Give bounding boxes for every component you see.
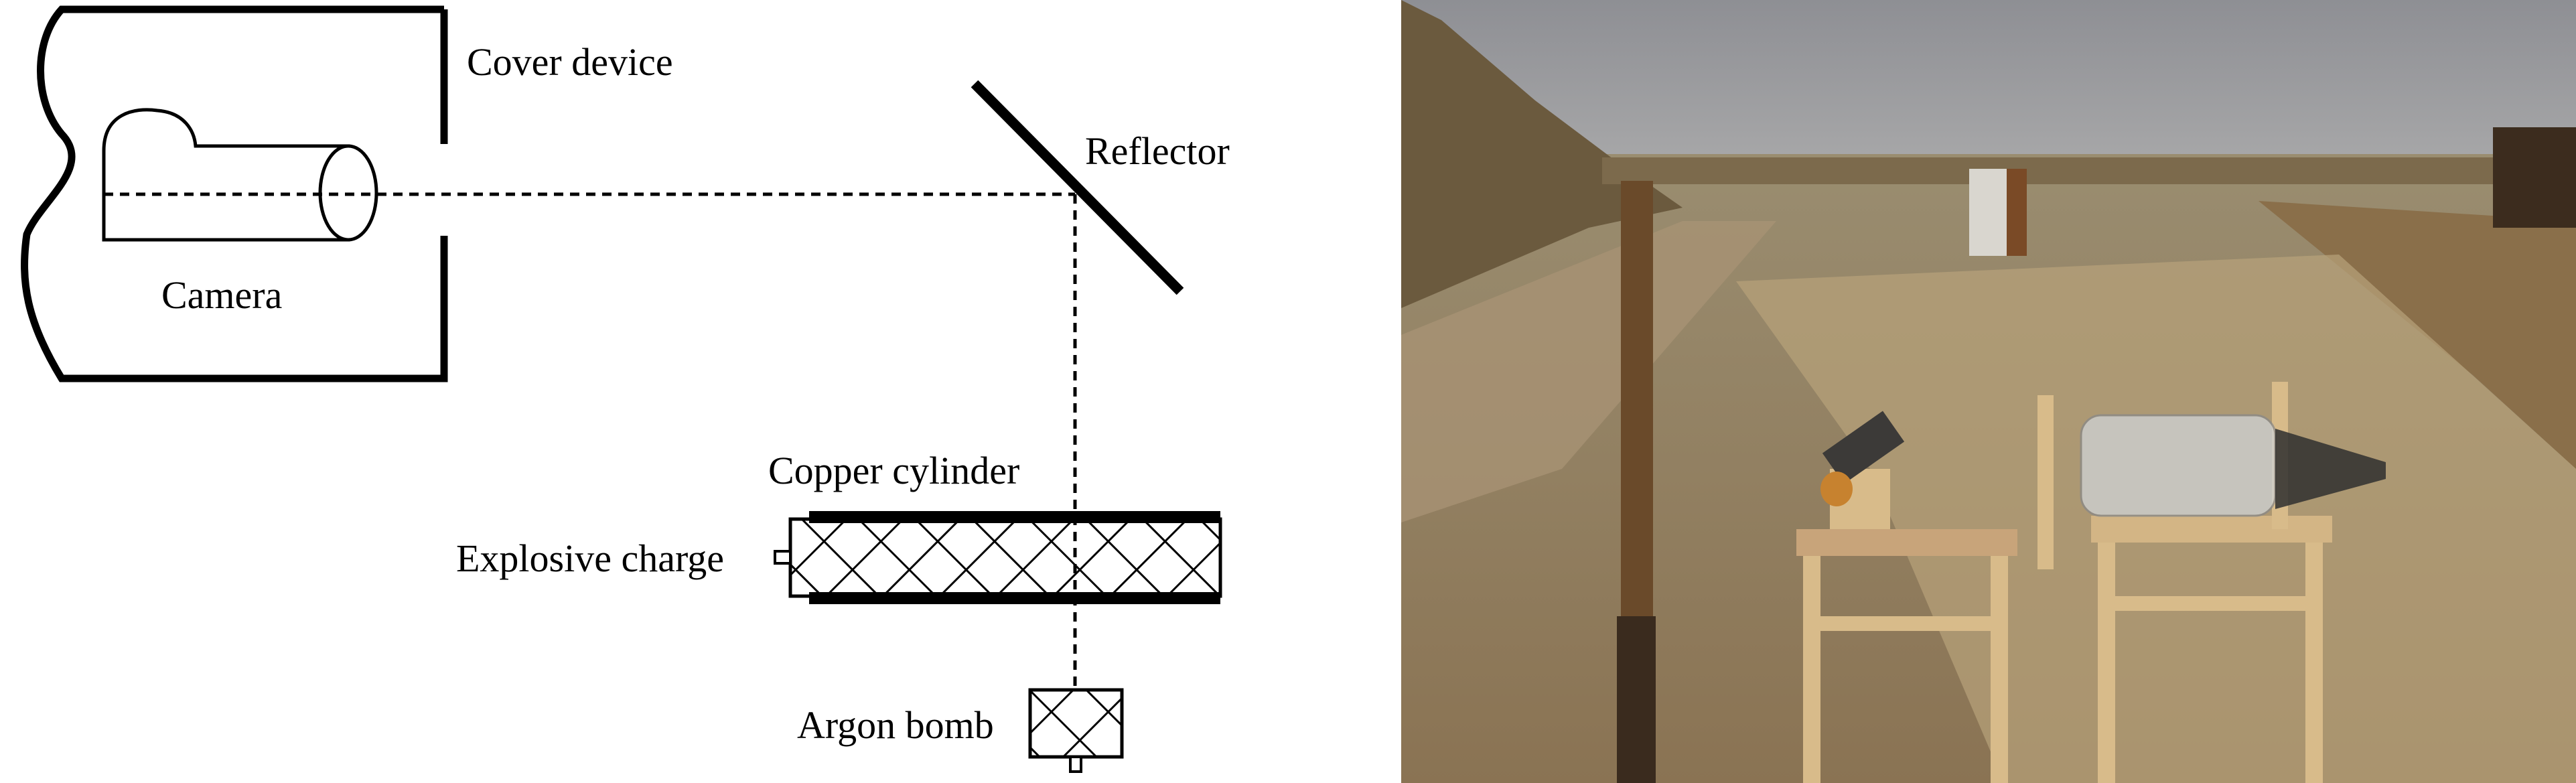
left-stand-top — [1796, 529, 2017, 556]
distant-shelter — [1969, 169, 2009, 256]
copper-cylinder-bottom-wall — [809, 592, 1220, 604]
copper-cylinder-end — [1820, 472, 1853, 506]
camera-enclosure — [21, 5, 448, 382]
detonator — [774, 550, 792, 565]
experiment-schematic: Cover device Camera Reflector Copper cyl… — [21, 5, 1230, 773]
post-base — [1617, 616, 1656, 783]
reflector-mirror — [971, 80, 1184, 295]
camera-body — [102, 108, 350, 242]
label-copper-cylinder: Copper cylinder — [768, 449, 1019, 492]
argon-bomb-stem — [1069, 756, 1082, 773]
left-stand-leg-2 — [1991, 556, 2008, 783]
right-stand-top — [2091, 516, 2332, 543]
distant-grass — [1602, 157, 2576, 184]
left-stand-leg-1 — [1803, 556, 1820, 783]
label-cover-device: Cover device — [467, 40, 673, 84]
right-embankment — [2259, 201, 2576, 469]
dark-container — [2493, 127, 2576, 228]
left-stand-rail — [1803, 616, 2008, 631]
distant-shelter-side — [2007, 169, 2027, 256]
label-reflector: Reflector — [1085, 129, 1230, 173]
left-embankment — [1401, 0, 1683, 308]
copper-cylinder-top-wall — [809, 511, 1220, 523]
label-camera: Camera — [161, 273, 282, 317]
label-explosive-charge: Explosive charge — [456, 537, 724, 580]
right-stand-leg-2 — [2305, 543, 2323, 783]
copper-cylinder-photo — [1822, 411, 1905, 484]
explosive-charge-body — [788, 517, 1222, 598]
dirt-path — [1401, 221, 1776, 522]
label-argon-bomb: Argon bomb — [797, 703, 994, 747]
argon-bomb-photo — [2080, 414, 2277, 517]
right-stand-rail — [2098, 596, 2323, 611]
argon-bomb-cone — [2275, 429, 2386, 509]
field-photo — [1401, 0, 2576, 783]
right-stand-leg-1 — [2098, 543, 2115, 783]
argon-bomb-body — [1028, 688, 1124, 759]
sky — [1401, 0, 2576, 174]
right-stand-frame-1 — [2037, 395, 2054, 569]
